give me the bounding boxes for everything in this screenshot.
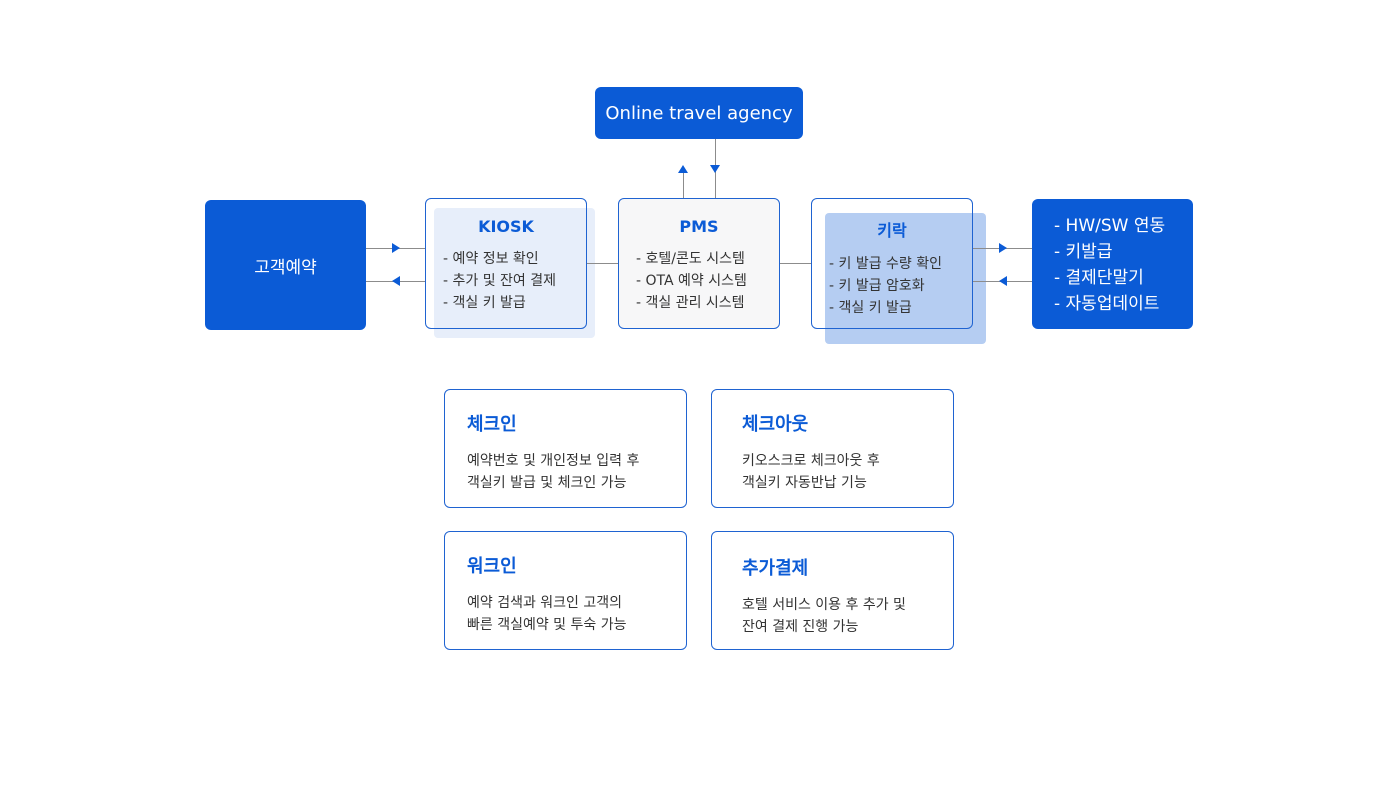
- kiosk-box: KIOSK - 예약 정보 확인 - 추가 및 잔여 결제 - 객실 키 발급: [425, 198, 587, 329]
- checkin-card: 체크인 예약번호 및 개인정보 입력 후 객실키 발급 및 체크인 가능: [444, 389, 687, 508]
- list-item: - OTA 예약 시스템: [636, 273, 747, 289]
- customer-reservation-label: 고객예약: [254, 257, 317, 278]
- card-description: 키오스크로 체크아웃 후 객실키 자동반납 기능: [742, 450, 953, 494]
- list-item: - 결제단말기: [1054, 268, 1144, 288]
- list-item: - 호텔/콘도 시스템: [636, 251, 745, 267]
- list-item: - 키 발급 수량 확인: [829, 256, 943, 272]
- kiosk-pms-line: [587, 263, 619, 264]
- customer-to-kiosk-arrow: [392, 243, 400, 253]
- walkin-card: 워크인 예약 검색과 워크인 고객의 빠른 객실예약 및 투숙 가능: [444, 531, 687, 650]
- ota-to-pms-arrow: [710, 165, 720, 173]
- ota-label: Online travel agency: [605, 102, 793, 124]
- additional-payment-card: 추가결제 호텔 서비스 이용 후 추가 및 잔여 결제 진행 가능: [711, 531, 954, 650]
- card-line: 예약번호 및 개인정보 입력 후: [467, 453, 640, 469]
- card-line: 객실키 발급 및 체크인 가능: [467, 475, 627, 491]
- card-title: 체크아웃: [742, 414, 809, 435]
- pms-title: PMS: [679, 217, 719, 236]
- list-item: - 객실 관리 시스템: [636, 295, 745, 311]
- list-item: - 객실 키 발급: [443, 295, 526, 311]
- pms-to-ota-arrow: [678, 165, 688, 173]
- card-line: 예약 검색과 워크인 고객의: [467, 595, 623, 611]
- card-line: 빠른 객실예약 및 투숙 가능: [467, 617, 627, 633]
- card-line: 키오스크로 체크아웃 후: [742, 453, 880, 469]
- list-item: - 추가 및 잔여 결제: [443, 273, 557, 289]
- card-line: 잔여 결제 진행 가능: [742, 619, 859, 635]
- hwsw-box: - HW/SW 연동 - 키발급 - 결제단말기 - 자동업데이트: [1032, 199, 1193, 329]
- card-title: 워크인: [467, 556, 517, 577]
- pms-keylock-line: [780, 263, 812, 264]
- pms-items: - 호텔/콘도 시스템 - OTA 예약 시스템 - 객실 관리 시스템: [636, 248, 779, 314]
- card-description: 예약 검색과 워크인 고객의 빠른 객실예약 및 투숙 가능: [467, 592, 686, 636]
- pms-to-ota-line: [683, 172, 684, 199]
- list-item: - 키발급: [1054, 242, 1113, 262]
- hwsw-items: - HW/SW 연동 - 키발급 - 결제단말기 - 자동업데이트: [1054, 213, 1193, 317]
- list-item: - 예약 정보 확인: [443, 251, 539, 267]
- hwsw-to-keylock-arrow: [999, 276, 1007, 286]
- keylock-shadow: [825, 213, 986, 344]
- keylock-items: - 키 발급 수량 확인 - 키 발급 암호화 - 객실 키 발급: [829, 253, 972, 319]
- list-item: - 객실 키 발급: [829, 300, 912, 316]
- ota-box: Online travel agency: [595, 87, 803, 139]
- card-title: 체크인: [467, 414, 517, 435]
- kiosk-items: - 예약 정보 확인 - 추가 및 잔여 결제 - 객실 키 발급: [443, 248, 586, 314]
- keylock-box: 키락 - 키 발급 수량 확인 - 키 발급 암호화 - 객실 키 발급: [811, 198, 973, 329]
- card-description: 예약번호 및 개인정보 입력 후 객실키 발급 및 체크인 가능: [467, 450, 686, 494]
- card-title: 추가결제: [742, 558, 809, 579]
- kiosk-title: KIOSK: [478, 217, 534, 236]
- card-line: 호텔 서비스 이용 후 추가 및: [742, 597, 906, 613]
- kiosk-shadow: [434, 208, 595, 338]
- customer-reservation-box: 고객예약: [205, 200, 366, 330]
- list-item: - 키 발급 암호화: [829, 278, 925, 294]
- list-item: - HW/SW 연동: [1054, 216, 1166, 236]
- pms-box: PMS - 호텔/콘도 시스템 - OTA 예약 시스템 - 객실 관리 시스템: [618, 198, 780, 329]
- kiosk-to-customer-arrow: [392, 276, 400, 286]
- keylock-title: 키락: [877, 221, 907, 240]
- checkout-card: 체크아웃 키오스크로 체크아웃 후 객실키 자동반납 기능: [711, 389, 954, 508]
- card-description: 호텔 서비스 이용 후 추가 및 잔여 결제 진행 가능: [742, 594, 953, 638]
- keylock-to-hwsw-arrow: [999, 243, 1007, 253]
- list-item: - 자동업데이트: [1054, 294, 1160, 314]
- card-line: 객실키 자동반납 기능: [742, 475, 867, 491]
